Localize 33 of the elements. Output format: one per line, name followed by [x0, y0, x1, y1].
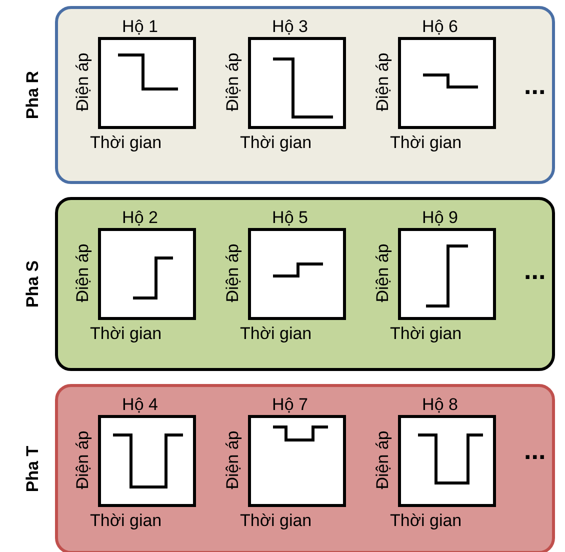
plot-title: Hộ 3 [272, 17, 308, 37]
axis-label: Điện áp [73, 244, 93, 302]
plot-title: Hộ 8 [422, 395, 458, 415]
ellipsis: ... [524, 70, 546, 101]
axis-label: Thời gian [90, 511, 162, 531]
axis-label: Điện áp [223, 244, 243, 302]
plot-title: Hộ 4 [122, 395, 158, 415]
axis-label: Thời gian [240, 324, 312, 344]
axis-label: Điện áp [73, 52, 93, 112]
axis-label: Điện áp [373, 430, 393, 490]
axis-label: Điện áp [373, 244, 393, 302]
axis-label: Thời gian [90, 324, 162, 344]
axis-label: Điện áp [223, 52, 243, 112]
phase-label: Pha T [23, 446, 43, 492]
axis-label: Điện áp [73, 430, 93, 490]
plot-title: Hộ 1 [122, 17, 158, 37]
plot-title: Hộ 2 [122, 208, 158, 228]
axis-label: Thời gian [240, 133, 312, 153]
ellipsis: ... [524, 255, 546, 286]
plot-title: Hộ 6 [422, 17, 458, 37]
axis-label: Điện áp [223, 430, 243, 490]
plot-title: Hộ 9 [422, 208, 458, 228]
plot-title: Hộ 7 [272, 395, 308, 415]
ellipsis: ... [524, 435, 546, 466]
axis-label: Thời gian [390, 133, 462, 153]
phase-label: Pha R [23, 70, 43, 120]
axis-label: Điện áp [373, 52, 393, 112]
axis-label: Thời gian [390, 324, 462, 344]
phase-label: Pha S [23, 260, 43, 308]
plot-title: Hộ 5 [272, 208, 308, 228]
axis-label: Thời gian [390, 511, 462, 531]
axis-label: Thời gian [240, 511, 312, 531]
axis-label: Thời gian [90, 133, 162, 153]
